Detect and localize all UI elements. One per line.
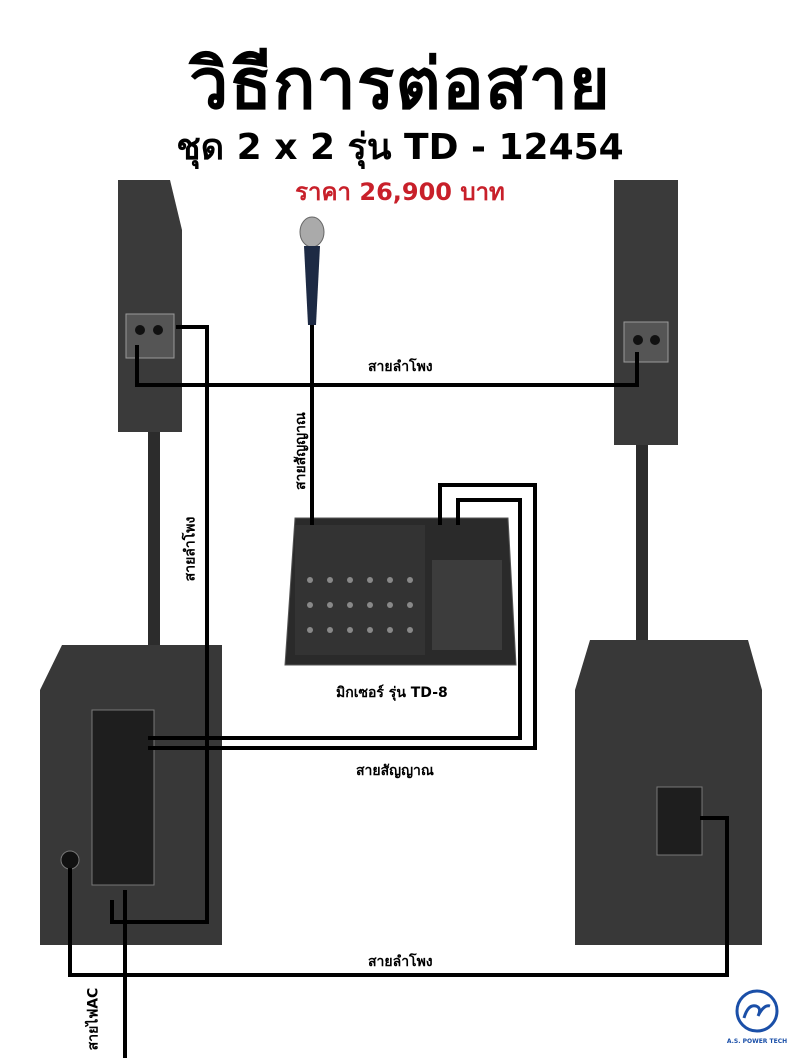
speaker-cable-label-bottom: สายลำโพง [368,954,433,970]
sub-speaker-cable [68,816,729,977]
logo-caption: A.S. POWER TECH [726,1038,788,1045]
right-subwoofer [575,640,762,945]
cables [68,325,729,1058]
microphone [299,216,325,325]
right-speaker-pole [636,440,648,648]
left-speaker-pole [148,430,160,648]
mixer-signal-cable-2 [148,498,522,740]
speaker-cable-label-left: สายลำโพง [182,516,199,582]
mixer [284,517,517,666]
mixer-signal-cable-1 [148,483,537,750]
left-speaker-cable [110,325,209,924]
right-top-speaker [614,180,678,445]
left-top-speaker [118,180,182,432]
price-label: ราคา 26,900 บาท [295,178,505,206]
signal-cable-label-mic: สายสัญญาณ [292,412,309,490]
mixer-caption: มิกเซอร์ รุ่น TD-8 [336,685,448,701]
brand-logo: A.S. POWER TECH [722,988,792,1045]
left-subwoofer [40,645,222,945]
page-title: วิธีการต่อสาย [189,43,611,125]
speaker-cable-label-top: สายลำโพง [368,359,433,375]
signal-cable-label-mixer: สายสัญญาณ [356,763,434,779]
page-subtitle: ชุด 2 x 2 รุ่น TD - 12454 [176,127,624,168]
ac-cable-label: สายไฟAC [85,987,102,1051]
top-speaker-cable [135,345,639,387]
as-logo-icon [735,989,779,1033]
